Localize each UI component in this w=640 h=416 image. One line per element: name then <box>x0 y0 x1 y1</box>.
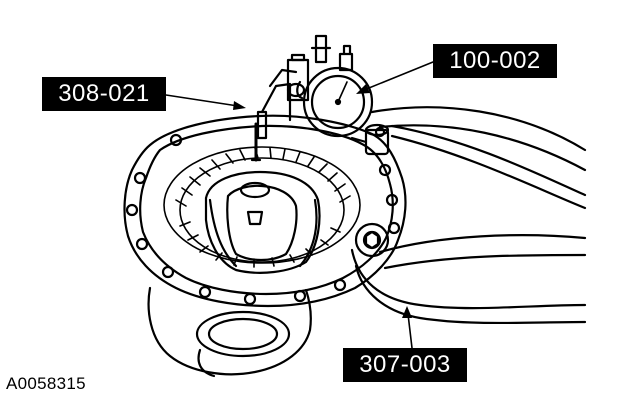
fixture-pivot-bolt <box>354 222 390 258</box>
figure-id: A0058315 <box>6 374 86 393</box>
ring-gear <box>163 146 361 268</box>
callout-308-021: 308-021 <box>42 77 166 111</box>
holding-fixture-arms <box>350 106 587 325</box>
callout-307-003: 307-003 <box>343 348 467 382</box>
housing-flange <box>123 114 407 308</box>
leader-307-003 <box>407 313 413 349</box>
leader-arrowheads <box>233 84 412 318</box>
indicator-clamp <box>350 123 390 156</box>
axle-tube <box>147 286 312 378</box>
dial-indicator-holder <box>250 34 332 162</box>
leader-lines <box>165 61 434 349</box>
leader-308-021 <box>165 94 239 107</box>
leader-100-002 <box>363 61 434 91</box>
dial-indicator <box>302 44 374 138</box>
callout-100-002: 100-002 <box>433 44 557 78</box>
differential-case <box>204 170 321 274</box>
